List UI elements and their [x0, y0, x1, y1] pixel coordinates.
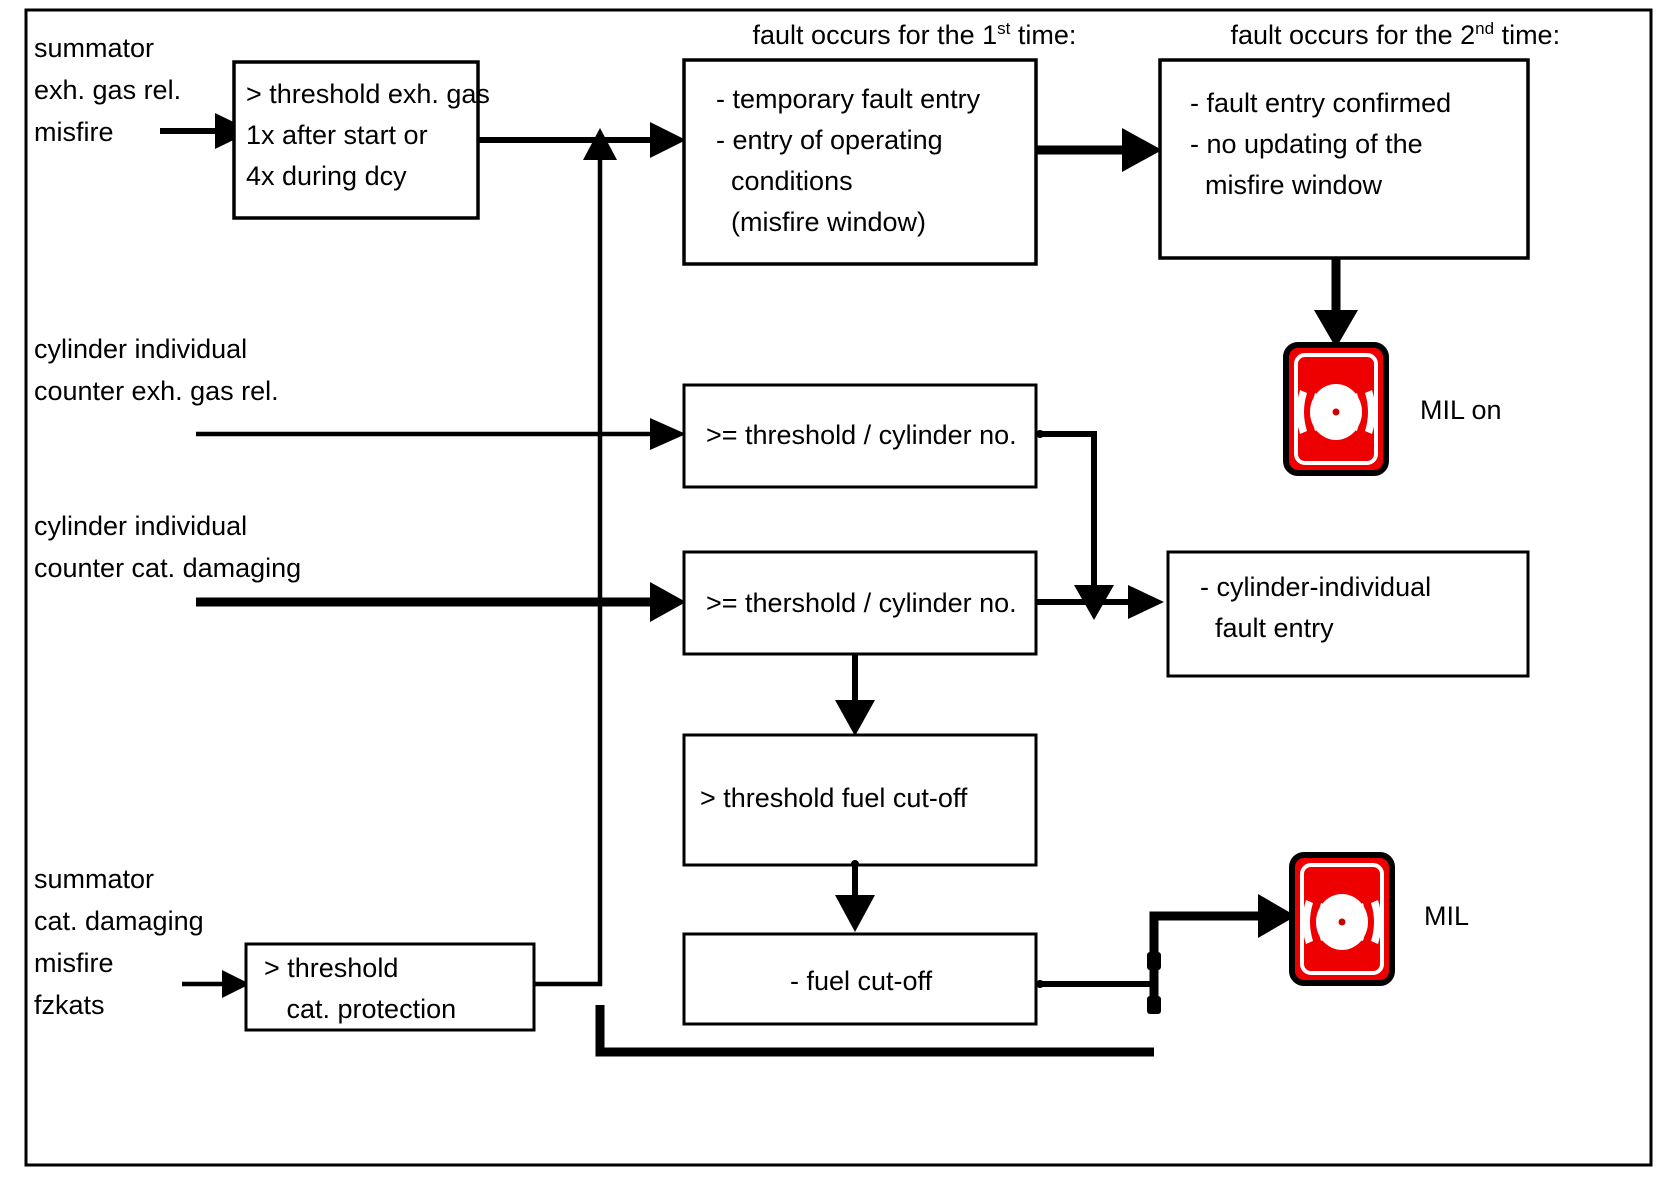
arrow-first-fault-to-second-fault	[1036, 128, 1162, 172]
svg-text:- fault entry confirmed: - fault entry confirmed - no updating of…	[1190, 88, 1519, 200]
box-threshold-cylinder-cat: >= thershold / cylinder no.	[682, 550, 1038, 656]
arrow-input3-to-threshold-cylinder-cat	[196, 582, 686, 622]
mil-on-label: MIL on	[1420, 395, 1502, 425]
mil-warning-lamp-icon	[1289, 852, 1395, 986]
mil-indicator-on: MIL on	[1283, 342, 1502, 476]
arrow-second-fault-to-mil-on	[1314, 258, 1358, 348]
box-second-fault: - fault entry confirmed - no updating of…	[1158, 58, 1530, 260]
connector-cat-protection-riser	[534, 128, 617, 987]
input-summator-exh-gas-label: summator exh. gas rel. misfire	[34, 33, 234, 147]
svg-text:> threshold fuel cut-off: > threshold fuel cut-off	[700, 783, 968, 813]
connector-cylinder-exh-to-fault-entry	[1036, 430, 1114, 620]
box-threshold-exh-gas: > threshold exh. gas 1x after start or 4…	[232, 60, 557, 220]
box-cylinder-individual-fault-entry: - cylinder-individual fault entry	[1166, 550, 1530, 678]
header-first-fault: fault occurs for the 1st time:	[700, 19, 1114, 50]
input-summator-cat-damaging-label: summator cat. damaging misfire fzkats	[34, 864, 256, 1020]
svg-text:>= threshold / cylinder no.: >= threshold / cylinder no.	[706, 420, 1017, 450]
input-cyl-counter-cat-damaging-label: cylinder individual counter cat. damagin…	[34, 511, 339, 583]
connector-fuel-cut-off-to-mil	[1036, 894, 1296, 1014]
arrow-input2-to-threshold-cylinder-exh	[196, 418, 686, 450]
mil-warning-lamp-icon	[1283, 342, 1389, 476]
box-threshold-fuel-cut-off: > threshold fuel cut-off	[682, 733, 1038, 867]
arrow-cylinder-cat-to-fault-entry	[1036, 585, 1164, 619]
diagram-frame	[24, 8, 1653, 1167]
box-first-fault: - temporary fault entry - entry of opera…	[682, 58, 1048, 266]
connector-bottom-feedback-bus	[595, 1005, 1154, 1057]
svg-text:- cylinder-individual: - cylinder-individual fault entry	[1200, 572, 1499, 643]
box-threshold-cylinder-exh: >= threshold / cylinder no.	[682, 383, 1038, 489]
svg-text:> threshold exh. gas 1: > threshold exh. gas 1x after start or 4…	[246, 79, 557, 191]
mil-indicator: MIL	[1289, 852, 1469, 986]
svg-text:> threshold cat. pr: > threshold cat. protection	[264, 953, 509, 1024]
svg-text:>= thershold / cylinder no.: >= thershold / cylinder no.	[706, 588, 1017, 618]
arrow-input4-to-cat-protection	[182, 970, 250, 998]
arrow-threshold-exh-gas-to-first-fault	[478, 122, 686, 158]
arrow-cylinder-cat-to-fuel-threshold	[835, 654, 875, 736]
svg-text:- fuel cut-off: - fuel cut-off	[790, 966, 933, 996]
svg-text:- temporary fault entry: - temporary fault entry - entry of opera…	[716, 84, 1048, 237]
header-second-fault: fault occurs for the 2nd time:	[1178, 19, 1598, 50]
input-cyl-counter-exh-gas-label: cylinder individual counter exh. gas rel…	[34, 334, 316, 406]
box-threshold-cat-protection: > threshold cat. protection	[244, 942, 536, 1032]
box-fuel-cut-off: - fuel cut-off	[682, 932, 1038, 1026]
mil-label: MIL	[1424, 901, 1469, 931]
arrow-fuel-threshold-to-fuel-cut-off	[835, 860, 875, 932]
